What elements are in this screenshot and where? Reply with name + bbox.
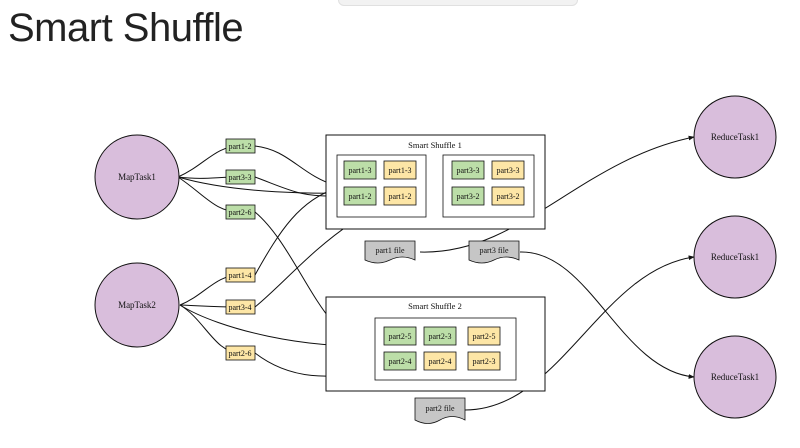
file-node: part2 file: [414, 397, 466, 424]
edge: [419, 135, 695, 253]
svg-text:part2-6: part2-6: [228, 208, 251, 217]
partition-cell: part3-2: [491, 186, 525, 206]
partition-cell: part2-4: [423, 351, 457, 371]
reduce-task-node: ReduceTask1: [693, 95, 777, 179]
partition-cell: part2-3: [467, 351, 501, 371]
page-title: Smart Shuffle: [8, 6, 244, 50]
svg-text:part1-2: part1-2: [348, 192, 371, 201]
map-output-part: part2-6: [225, 345, 256, 361]
svg-text:part3-2: part3-2: [496, 192, 519, 201]
partition-cell: part3-3: [491, 160, 525, 180]
reduce-task-label: ReduceTask1: [711, 372, 759, 382]
map-task-label: MapTask1: [118, 172, 156, 182]
shuffle-title: Smart Shuffle 2: [408, 301, 462, 311]
edge: [519, 251, 695, 379]
partition-cell: part2-4: [383, 351, 417, 371]
svg-text:part2-3: part2-3: [472, 357, 495, 366]
reduce-task-label: ReduceTask1: [711, 132, 759, 142]
partition-cell: part2-3: [423, 326, 457, 346]
svg-text:part3-3: part3-3: [228, 173, 251, 182]
map-task-label: MapTask2: [118, 300, 156, 310]
file-node: part1 file: [364, 240, 416, 264]
svg-text:part3-2: part3-2: [456, 192, 479, 201]
edge: [254, 145, 338, 187]
svg-text:part1-2: part1-2: [388, 192, 411, 201]
file-label: part2 file: [425, 404, 455, 413]
svg-text:part1-2: part1-2: [228, 142, 251, 151]
partition-cell: part3-3: [451, 160, 485, 180]
svg-text:part3-3: part3-3: [496, 166, 519, 175]
map-output-part: part3-3: [225, 169, 256, 185]
svg-text:part2-5: part2-5: [388, 332, 411, 341]
edge: [254, 187, 338, 276]
map-output-part: part1-4: [225, 267, 256, 283]
edge: [464, 255, 695, 411]
partition-cell: part1-3: [383, 160, 417, 180]
map-task-node: MapTask2: [94, 262, 180, 348]
svg-text:part2-4: part2-4: [388, 357, 411, 366]
svg-text:part2-4: part2-4: [428, 357, 451, 366]
partition-cell: part1-3: [343, 160, 377, 180]
smart-shuffle-box: Smart Shuffle 2 part2-5 part2-3 part2-5 …: [325, 296, 546, 392]
svg-text:part1-3: part1-3: [388, 166, 411, 175]
svg-text:part2-3: part2-3: [428, 332, 451, 341]
map-task-node: MapTask1: [94, 134, 180, 220]
map-output-part: part2-6: [225, 204, 256, 220]
shuffle-title: Smart Shuffle 1: [408, 140, 462, 150]
svg-text:part2-5: part2-5: [472, 332, 495, 341]
reduce-task-node: ReduceTask1: [693, 215, 777, 299]
map-output-part: part3-4: [225, 299, 256, 315]
svg-text:part3-3: part3-3: [456, 166, 479, 175]
partition-cell: part1-2: [383, 186, 417, 206]
svg-text:part1-3: part1-3: [348, 166, 371, 175]
file-label: part1 file: [375, 246, 405, 255]
partition-cell: part2-5: [467, 326, 501, 346]
svg-text:part2-6: part2-6: [228, 349, 251, 358]
map-output-part: part1-2: [225, 138, 256, 154]
partition-cell: part3-2: [451, 186, 485, 206]
svg-text:part1-4: part1-4: [228, 271, 251, 280]
partition-cell: part1-2: [343, 186, 377, 206]
reduce-task-node: ReduceTask1: [693, 335, 777, 419]
svg-text:part3-4: part3-4: [228, 303, 251, 312]
file-label: part3 file: [479, 246, 509, 255]
reduce-task-label: ReduceTask1: [711, 252, 759, 262]
file-node: part3 file: [468, 240, 520, 264]
smart-shuffle-box: Smart Shuffle 1 part1-3 part1-3 part1-2 …: [325, 134, 546, 230]
partition-cell: part2-5: [383, 326, 417, 346]
